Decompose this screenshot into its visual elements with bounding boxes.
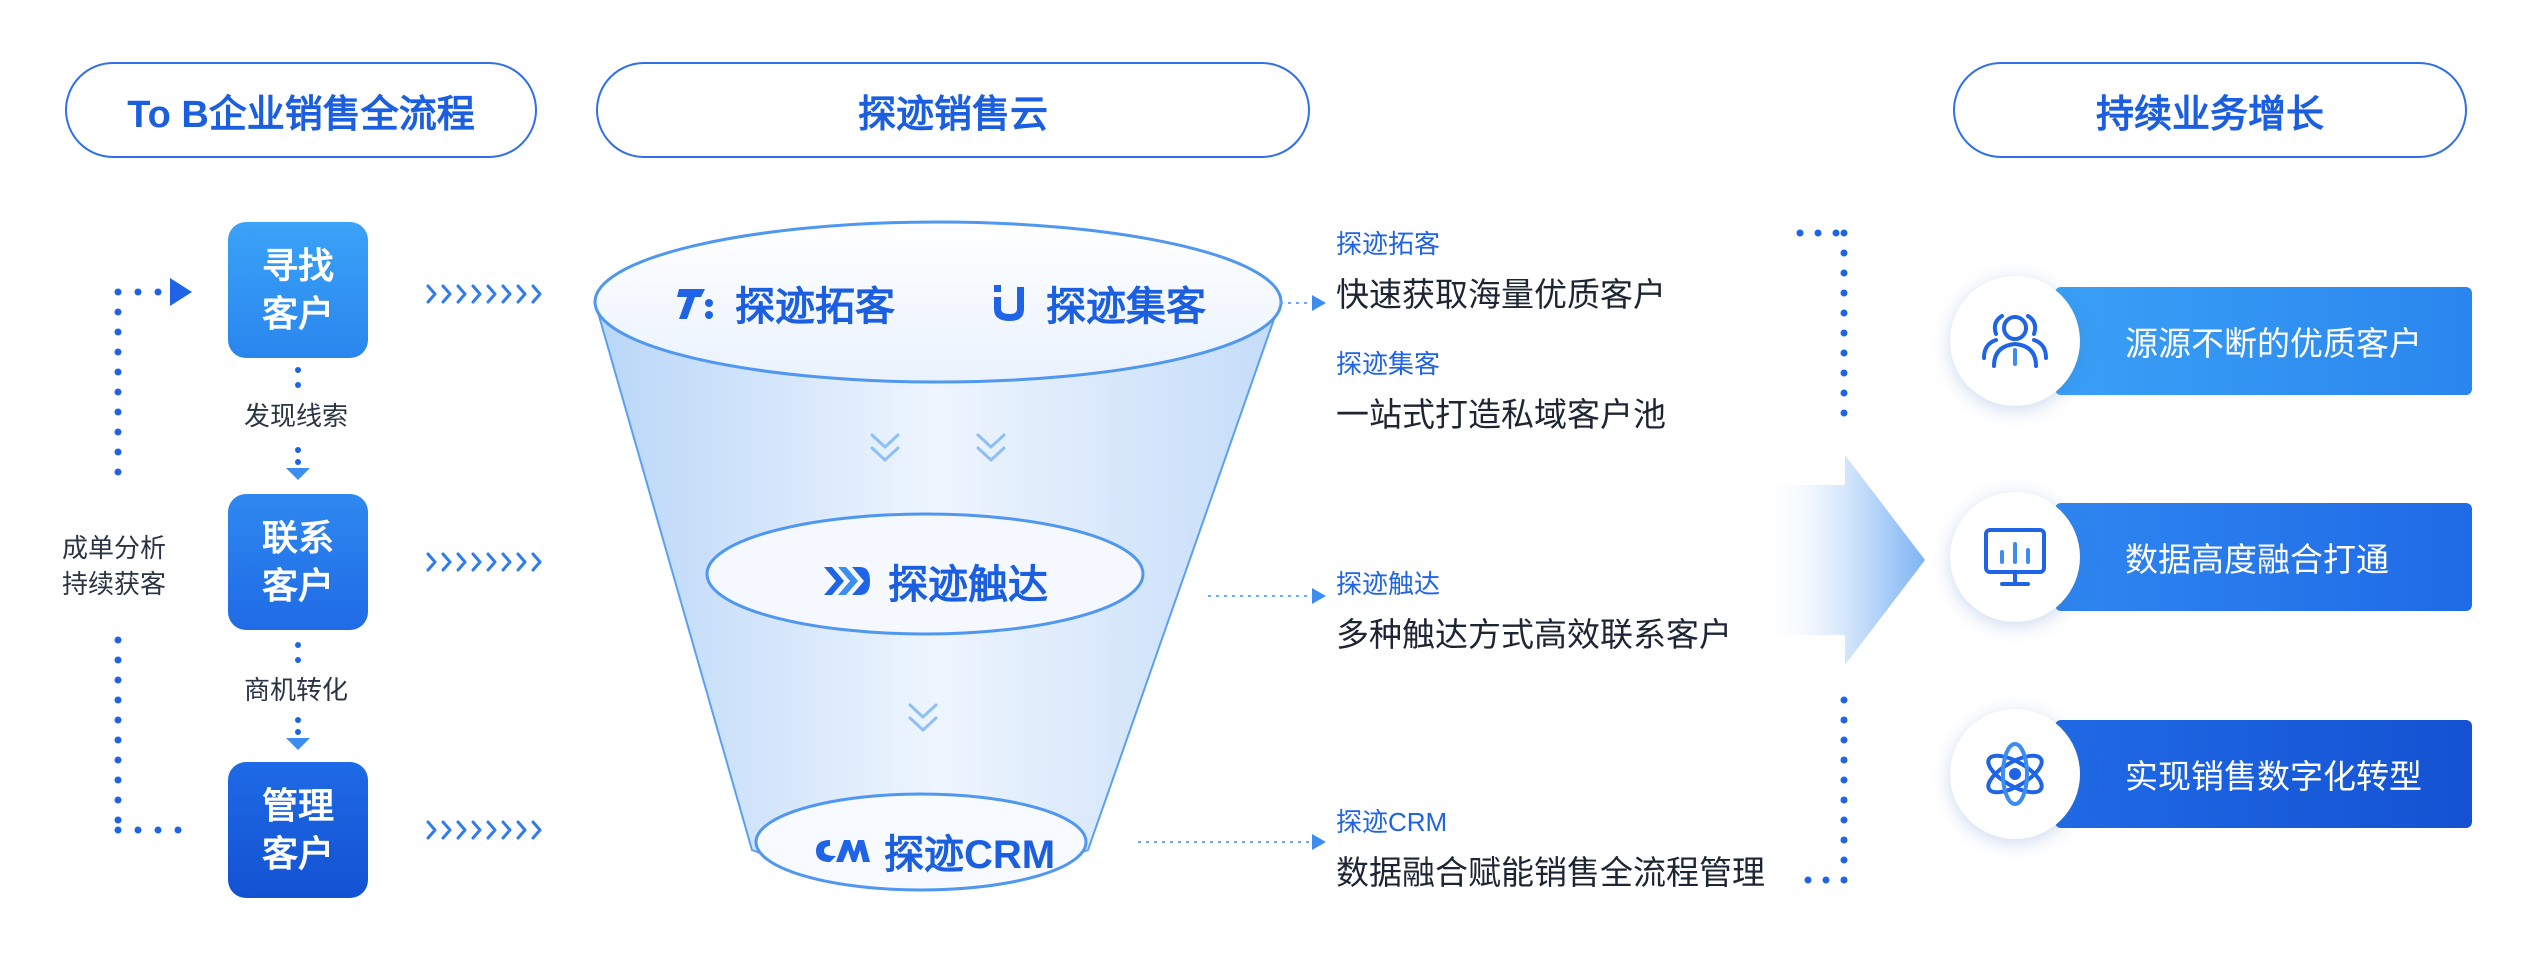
funnel-item-jike-label: 探迹集客 bbox=[1046, 285, 1206, 329]
jike-logo-icon bbox=[994, 285, 1024, 321]
step-contact-line2: 客户 bbox=[261, 565, 334, 606]
step-contact-line1: 联系 bbox=[261, 517, 334, 558]
result-bar-customers: 源源不断的优质客户 bbox=[2055, 287, 2472, 395]
chuda-logo-icon bbox=[824, 567, 870, 595]
funnel-item-tuoke-label: 探迹拓客 bbox=[735, 285, 895, 329]
funnel-item-jike: 探迹集客 bbox=[990, 274, 1206, 332]
chevron-down-icon bbox=[976, 433, 1006, 462]
result-bar-digital: 实现销售数字化转型 bbox=[2055, 720, 2472, 828]
people-icon bbox=[1982, 314, 2048, 368]
header-sales-cloud: 探迹销售云 bbox=[596, 62, 1310, 158]
feature-title-crm: 探迹CRM bbox=[1336, 807, 1448, 837]
result-label-digital: 实现销售数字化转型 bbox=[2125, 758, 2422, 795]
step-contact-customers: 联系 客户 bbox=[228, 494, 368, 630]
step-manage-line2: 客户 bbox=[261, 833, 334, 874]
step-manage-customers: 管理 客户 bbox=[228, 762, 368, 898]
header-sales-process: To B企业销售全流程 bbox=[65, 62, 537, 158]
result-circle-data bbox=[1950, 492, 2080, 622]
result-label-customers: 源源不断的优质客户 bbox=[2125, 325, 2422, 362]
crm-logo-icon bbox=[816, 840, 870, 862]
big-arrow-icon bbox=[1760, 455, 1925, 665]
funnel-item-crm: 探迹CRM bbox=[814, 822, 1055, 880]
step-find-line2: 客户 bbox=[261, 293, 334, 334]
funnel-item-chuda-label: 探迹触达 bbox=[888, 563, 1048, 607]
process-connectors bbox=[114, 278, 310, 834]
feature-title-chuda: 探迹触达 bbox=[1336, 569, 1441, 599]
feature-desc-tuoke: 快速获取海量优质客户 bbox=[1336, 276, 1666, 313]
connector-label-conversion: 商机转化 bbox=[244, 675, 349, 705]
step-manage-line1: 管理 bbox=[261, 785, 334, 826]
connector-label-leads: 发现线索 bbox=[244, 401, 349, 431]
chevron-down-icon bbox=[870, 433, 900, 462]
result-circle-digital bbox=[1950, 709, 2080, 839]
step-find-customers: 寻找 客户 bbox=[228, 222, 368, 358]
loop-label-acquisition: 持续获客 bbox=[62, 569, 167, 599]
feature-title-jike: 探迹集客 bbox=[1336, 349, 1441, 379]
funnel bbox=[593, 220, 1283, 892]
atom-icon bbox=[1986, 742, 2044, 806]
feature-desc-chuda: 多种触达方式高效联系客户 bbox=[1336, 616, 1732, 653]
step-to-funnel-chevrons bbox=[426, 284, 542, 840]
feature-title-tuoke: 探迹拓客 bbox=[1336, 229, 1441, 259]
loop-label-analysis: 成单分析 bbox=[62, 533, 167, 563]
feature-desc-jike: 一站式打造私域客户池 bbox=[1336, 396, 1666, 433]
result-circle-customers bbox=[1950, 276, 2080, 406]
funnel-middle-ellipse bbox=[705, 512, 1145, 636]
header-sales-process-label: To B企业销售全流程 bbox=[127, 93, 475, 136]
result-bar-data: 数据高度融合打通 bbox=[2055, 503, 2472, 611]
step-find-line1: 寻找 bbox=[261, 245, 334, 286]
funnel-item-tuoke: 探迹拓客 bbox=[675, 274, 895, 332]
feature-desc-crm: 数据融合赋能销售全流程管理 bbox=[1336, 854, 1765, 891]
chevron-down-icon bbox=[908, 703, 938, 732]
result-label-data: 数据高度融合打通 bbox=[2125, 541, 2389, 578]
tuoke-logo-icon bbox=[677, 289, 713, 319]
funnel-item-chuda: 探迹触达 bbox=[822, 552, 1048, 610]
monitor-chart-icon bbox=[1984, 528, 2046, 586]
header-sales-cloud-label: 探迹销售云 bbox=[857, 93, 1048, 136]
funnel-bottom-ellipse bbox=[754, 792, 1088, 892]
header-business-growth-label: 持续业务增长 bbox=[2095, 93, 2324, 136]
header-business-growth: 持续业务增长 bbox=[1953, 62, 2467, 158]
funnel-item-crm-label: 探迹CRM bbox=[884, 833, 1056, 877]
